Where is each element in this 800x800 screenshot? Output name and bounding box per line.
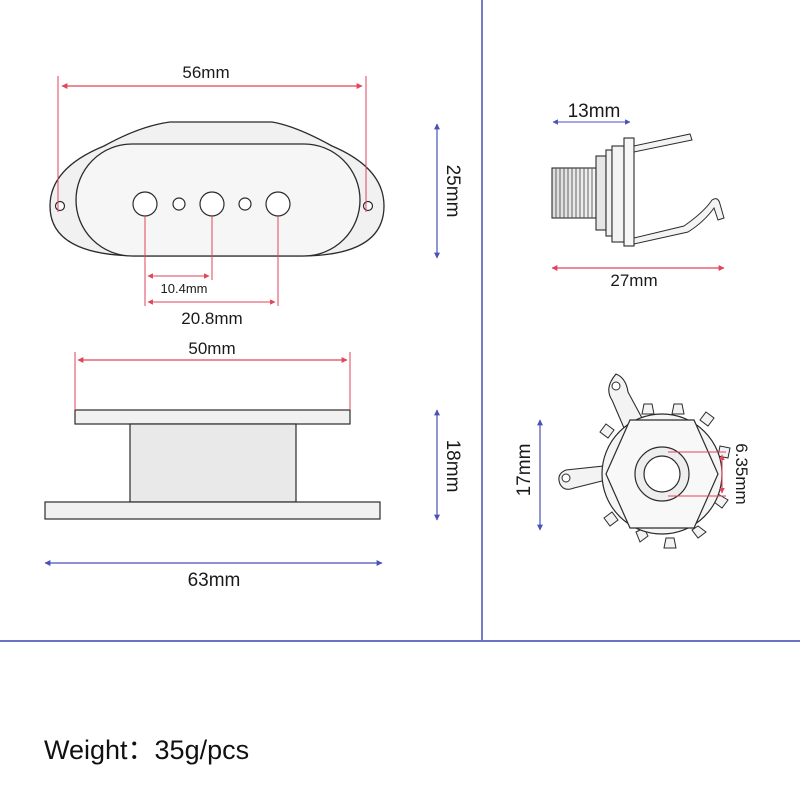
dimension-13mm: 13mm bbox=[552, 101, 631, 125]
pole-piece-3 bbox=[265, 191, 291, 217]
jack-washer bbox=[605, 149, 613, 237]
weight-text: Weight：35g/pcs bbox=[44, 735, 250, 765]
jack-spring-contact-top bbox=[633, 133, 693, 153]
dimension-17mm: 17mm bbox=[514, 419, 543, 531]
dimension-25mm: 25mm bbox=[434, 123, 463, 259]
height-17mm-label: 17mm bbox=[514, 444, 535, 497]
width-56mm-label: 56mm bbox=[182, 63, 229, 82]
height-25mm-label: 25mm bbox=[442, 165, 463, 218]
dimension-18mm: 18mm bbox=[434, 409, 463, 521]
pole-piece-2 bbox=[199, 191, 225, 217]
pickup-body bbox=[129, 423, 297, 503]
mount-hole-left bbox=[54, 200, 66, 212]
pickup-base-plate bbox=[44, 501, 381, 520]
pickup-top-view bbox=[49, 121, 385, 257]
jack-nut bbox=[595, 155, 607, 231]
dimension-27mm: 27mm bbox=[551, 265, 725, 290]
jack-spring-contact-bottom bbox=[633, 198, 725, 245]
pole-spacing-label: 10.4mm bbox=[161, 281, 208, 296]
pickup-top-plate bbox=[74, 409, 351, 425]
mount-hole-right bbox=[362, 200, 374, 212]
height-18mm-label: 18mm bbox=[442, 440, 463, 493]
jack-solder-lug-left bbox=[558, 465, 607, 490]
pole-hole-2 bbox=[238, 197, 252, 211]
thread-13mm-label: 13mm bbox=[568, 101, 621, 122]
pickup-side-view bbox=[44, 409, 381, 520]
dimension-50mm: 50mm bbox=[74, 339, 351, 410]
top-plate-50mm-label: 50mm bbox=[188, 339, 235, 358]
bore-6-35mm-label: 6.35mm bbox=[732, 443, 751, 504]
dimension-56mm: 56mm bbox=[57, 63, 367, 212]
length-27mm-label: 27mm bbox=[610, 271, 657, 290]
jack-side-view bbox=[551, 133, 725, 247]
dimension-6-35mm: 6.35mm bbox=[668, 443, 751, 505]
jack-thread bbox=[551, 167, 597, 219]
pole-span-label: 20.8mm bbox=[181, 309, 242, 328]
base-63mm-label: 63mm bbox=[188, 570, 241, 591]
jack-frame bbox=[611, 145, 625, 243]
dimension-pole-spacing: 10.4mm 20.8mm bbox=[144, 216, 279, 328]
pole-piece-1 bbox=[132, 191, 158, 217]
jack-bore bbox=[643, 455, 681, 493]
dimension-63mm: 63mm bbox=[44, 560, 383, 591]
pole-hole-1 bbox=[172, 197, 186, 211]
jack-front-view bbox=[558, 373, 731, 549]
jack-plate bbox=[623, 137, 635, 247]
